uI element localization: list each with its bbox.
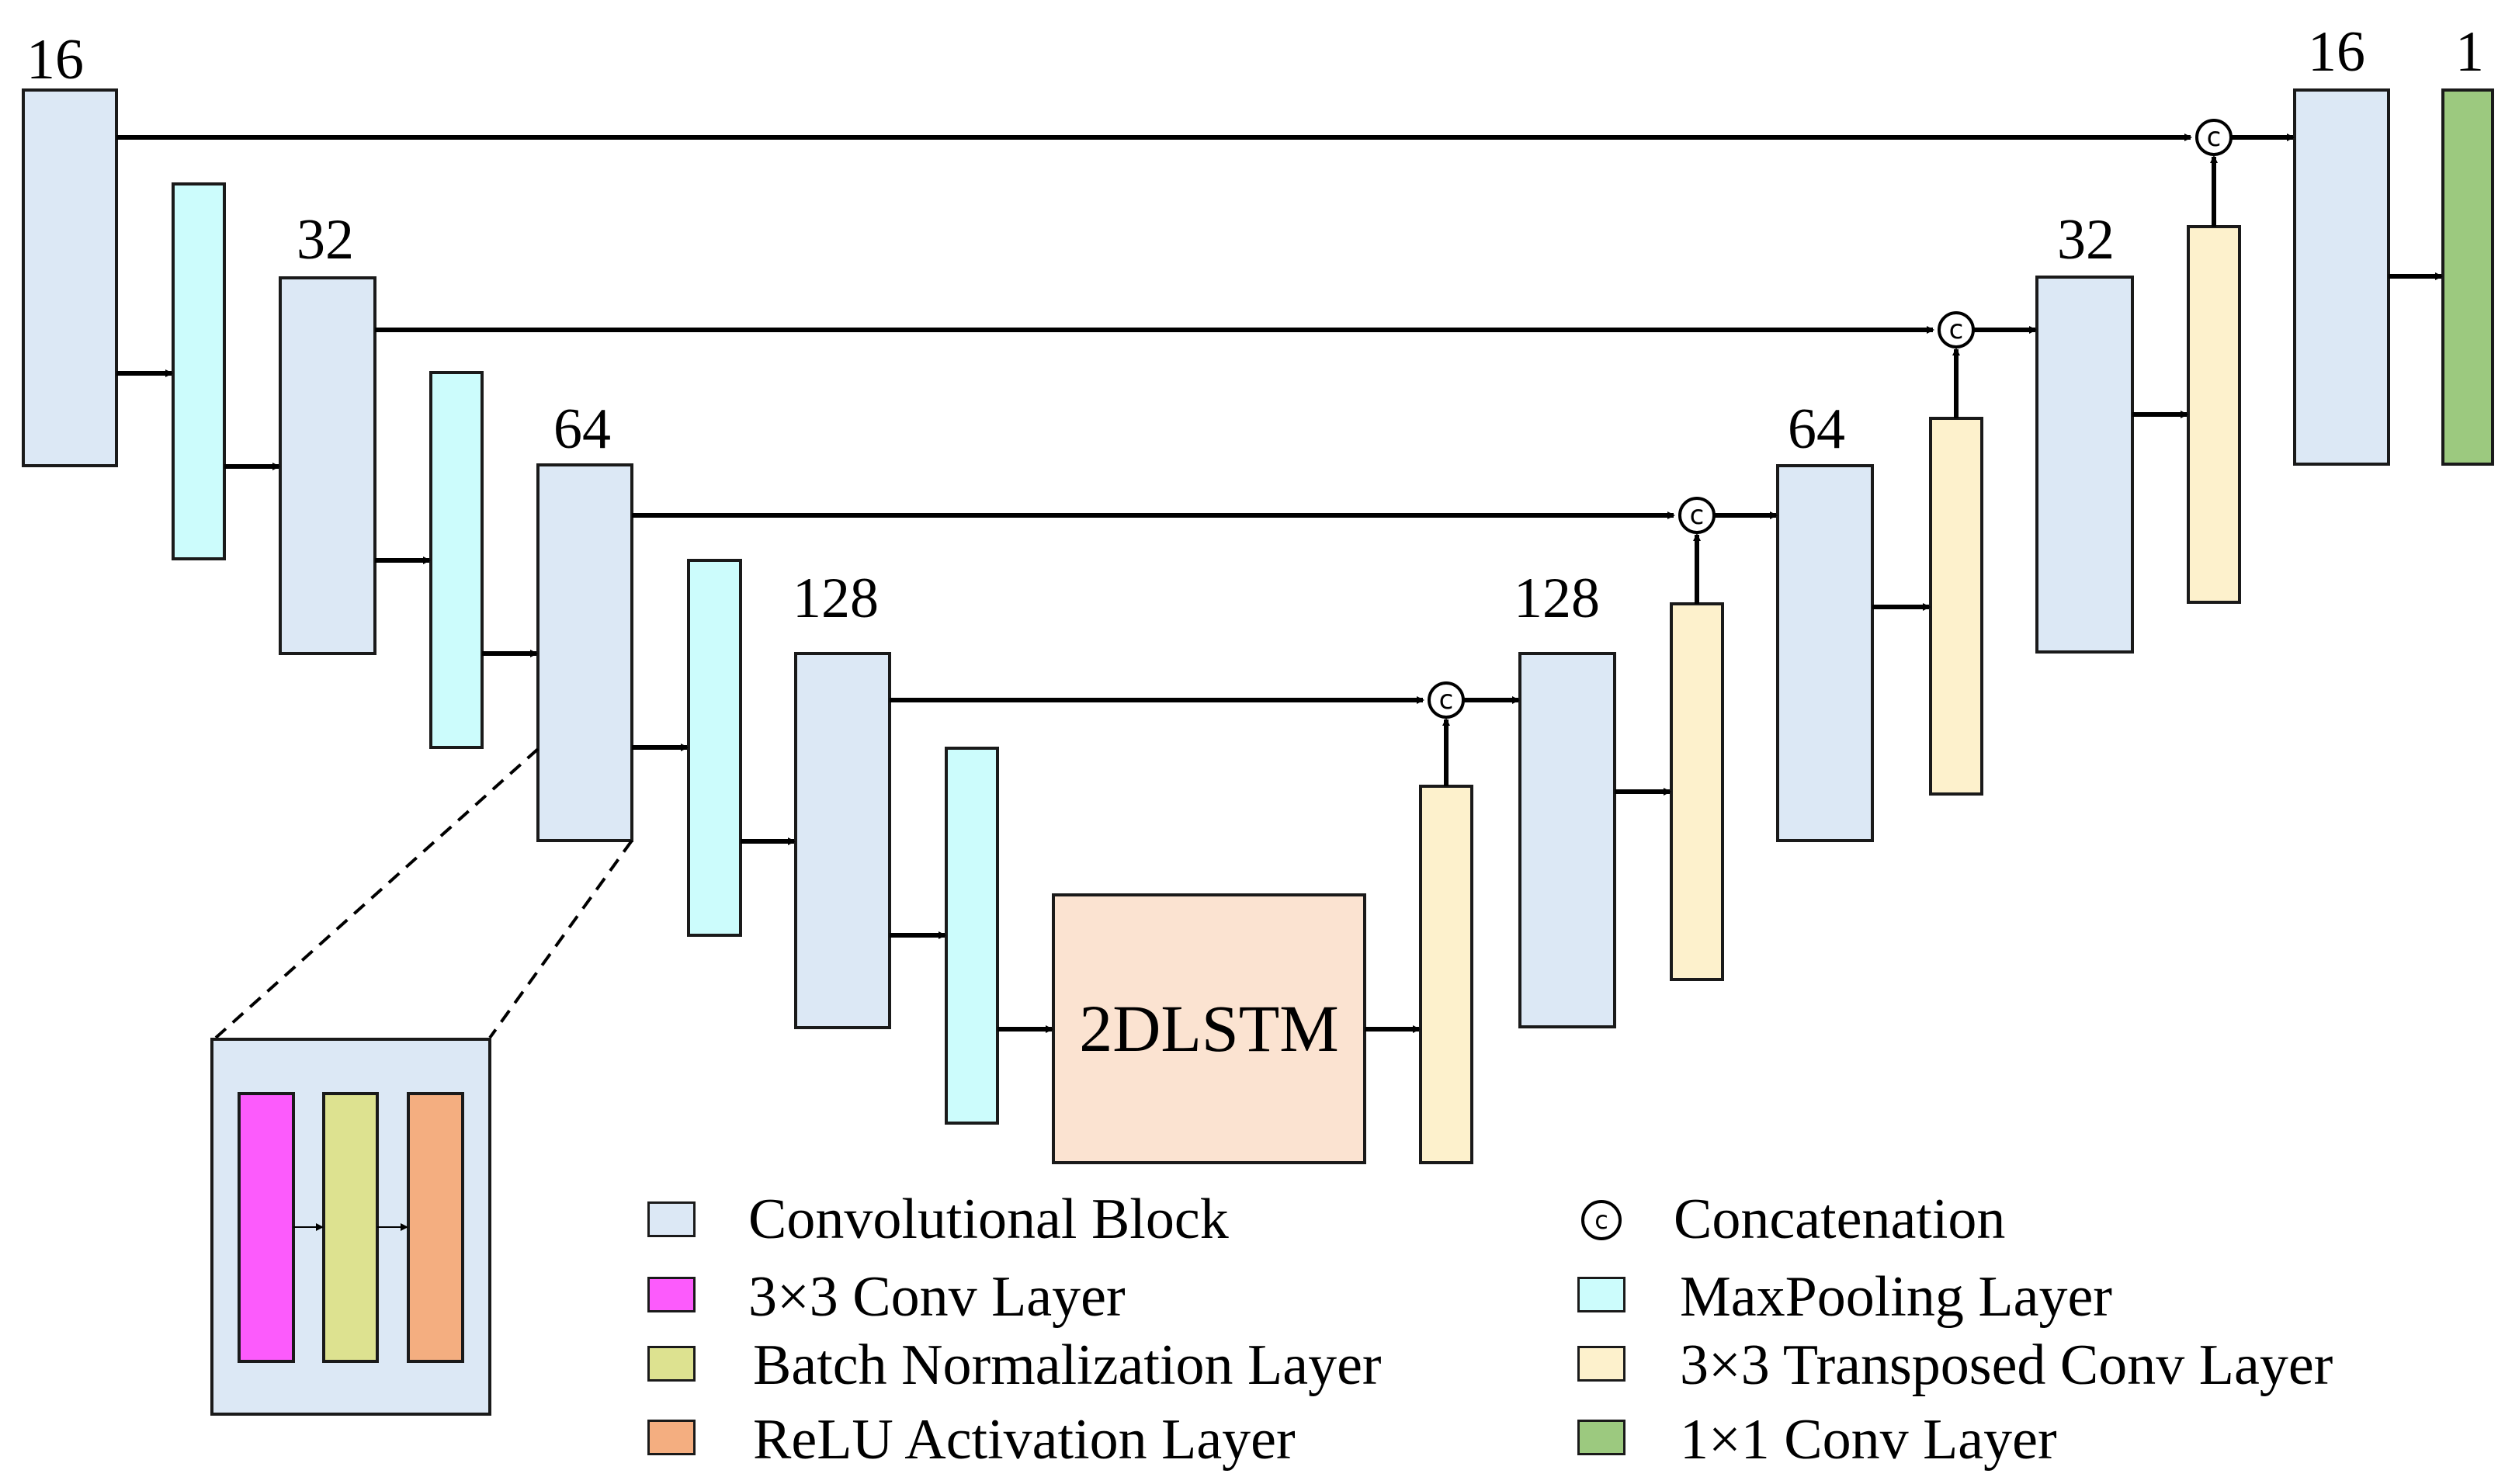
legend-label-transposed: 3×3 Transposed Conv Layer — [1680, 1333, 2333, 1397]
channel-label-enc3: 64 — [553, 397, 611, 461]
legend-swatch-conv-block — [647, 1201, 696, 1237]
lstm-label: 2DLSTM — [1079, 991, 1339, 1066]
decoder-conv-block-3 — [1776, 464, 1874, 842]
legend-label-conv3x3: 3×3 Conv Layer — [748, 1265, 1126, 1329]
encoder-conv-block-2 — [279, 276, 376, 655]
encoder-conv-block-3 — [536, 463, 633, 842]
concat-node-2 — [1938, 311, 1975, 348]
legend-swatch-conv1x1 — [1577, 1420, 1625, 1455]
concat-symbol: c — [1689, 500, 1705, 531]
channel-label-output: 1 — [2455, 20, 2484, 84]
encoder-conv-block-1 — [22, 88, 118, 467]
zoom-guide-left — [214, 747, 540, 1039]
legend-swatch-conv3x3 — [647, 1277, 696, 1312]
legend-concat-icon: c — [1581, 1200, 1622, 1240]
legend-swatch-maxpool — [1577, 1277, 1625, 1312]
transposed-conv-layer-2 — [1929, 417, 1983, 796]
zoom-guide-right — [488, 839, 633, 1039]
maxpool-layer-3 — [687, 559, 742, 937]
concat-node-4 — [1428, 681, 1465, 719]
concat-node-1 — [2195, 119, 2233, 156]
legend-swatch-batchnorm — [647, 1346, 696, 1382]
concat-symbol: c — [1948, 314, 1964, 345]
output-conv1x1-layer — [2441, 88, 2494, 466]
legend-label-conv-block: Convolutional Block — [748, 1188, 1229, 1251]
decoder-conv-block-4 — [1518, 652, 1616, 1028]
detail-batchnorm-layer — [322, 1092, 379, 1363]
channel-label-dec3: 64 — [1788, 397, 1845, 461]
decoder-conv-block-1 — [2293, 88, 2390, 466]
transposed-conv-layer-4 — [1419, 785, 1473, 1164]
concat-symbol: c — [1438, 685, 1454, 716]
detail-conv3x3-layer — [238, 1092, 295, 1363]
channel-label-dec1: 16 — [2308, 20, 2365, 84]
lstm-block — [1052, 893, 1366, 1164]
legend-label-batchnorm: Batch Normalization Layer — [753, 1333, 1382, 1397]
legend-swatch-transposed — [1577, 1346, 1625, 1382]
legend-label-concat: Concatenation — [1674, 1188, 2006, 1251]
maxpool-layer-4 — [945, 747, 999, 1125]
channel-label-enc1: 16 — [26, 28, 84, 92]
channel-label-enc4: 128 — [793, 567, 879, 630]
concat-node-3 — [1678, 497, 1716, 534]
maxpool-layer-2 — [429, 371, 484, 749]
legend-label-maxpool: MaxPooling Layer — [1680, 1265, 2112, 1329]
legend-label-conv1x1: 1×1 Conv Layer — [1680, 1408, 2057, 1472]
legend-label-relu: ReLU Activation Layer — [753, 1408, 1296, 1472]
legend-swatch-relu — [647, 1420, 696, 1455]
channel-label-enc2: 32 — [297, 208, 354, 272]
decoder-conv-block-2 — [2035, 276, 2134, 654]
channel-label-dec4: 128 — [1514, 567, 1600, 630]
transposed-conv-layer-3 — [1670, 602, 1724, 981]
transposed-conv-layer-1 — [2187, 225, 2241, 604]
detail-relu-layer — [407, 1092, 464, 1363]
maxpool-layer-1 — [172, 182, 226, 560]
encoder-conv-block-4 — [794, 652, 891, 1029]
concat-symbol: c — [2206, 122, 2222, 153]
channel-label-dec2: 32 — [2057, 208, 2115, 272]
